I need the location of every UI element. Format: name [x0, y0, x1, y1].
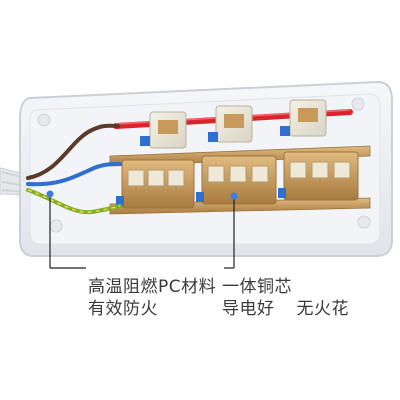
caption-copper-line1: 一体铜芯 [222, 277, 292, 297]
caption-copper-line2b: 无火花 [296, 299, 349, 319]
caption-material-line2: 有效防火 [88, 299, 158, 319]
switch-contact-3 [289, 99, 327, 137]
screw-post [49, 219, 63, 233]
incoming-wires [26, 123, 122, 215]
screw-post [351, 97, 365, 111]
caption-material-line1: 高温阻燃PC材料 [88, 277, 217, 297]
screw-post [37, 113, 51, 127]
switch-contact-1 [149, 111, 187, 149]
switch-contacts [140, 99, 327, 149]
socket-module-3 [283, 151, 359, 201]
caption-copper-line2: 导电好 无火花 [222, 298, 349, 320]
caption-copper: 一体铜芯 导电好 无火花 [222, 276, 349, 320]
caption-material: 高温阻燃PC材料 有效防火 [88, 276, 216, 320]
caption-copper-line2a: 导电好 [222, 299, 275, 319]
screw-post [357, 215, 371, 229]
callout-right [224, 192, 238, 269]
switch-contact-2 [215, 105, 253, 143]
socket-module-1 [121, 159, 195, 209]
blue-clips [116, 188, 286, 206]
socket-module-2 [201, 155, 277, 205]
callout-left [46, 190, 86, 269]
